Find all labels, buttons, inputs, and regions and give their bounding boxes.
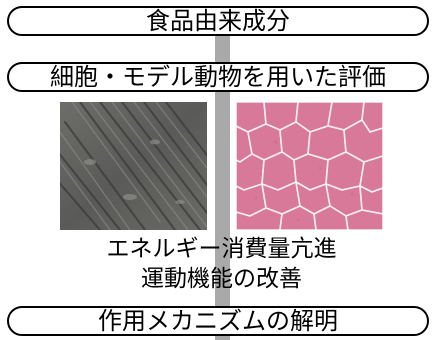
cell-culture-micrograph [60,102,207,230]
outcome-energy-expenditure: エネルギー消費量亢進 [106,236,337,262]
flow-connector-bar [215,30,230,340]
flow-step-evaluation: 細胞・モデル動物を用いた評価 [7,62,429,92]
outcome-motor-function: 運動機能の改善 [141,266,302,292]
flow-step-food-component: 食品由来成分 [7,6,429,36]
flow-step-mechanism: 作用メカニズムの解明 [7,306,429,336]
flow-step-food-component-label: 食品由来成分 [146,7,290,35]
muscle-tissue-section [236,102,383,230]
flow-step-mechanism-label: 作用メカニズムの解明 [98,307,338,335]
flow-step-evaluation-label: 細胞・モデル動物を用いた評価 [50,63,386,91]
